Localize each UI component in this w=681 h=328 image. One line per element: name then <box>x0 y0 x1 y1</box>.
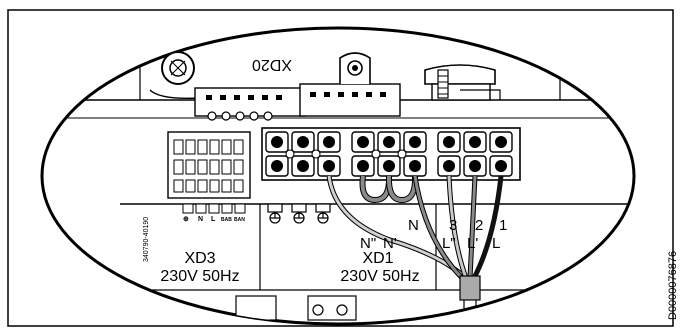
xd20-terminal-block <box>194 83 401 121</box>
xd1-neutral-label: N <box>408 217 419 234</box>
main-terminal-strip <box>261 127 521 181</box>
xd1-phase-number: 1 <box>499 217 507 234</box>
xd1-line-labels: L" L' L <box>442 235 500 252</box>
board-code: 340790-40190 <box>143 217 150 262</box>
drawing-id: D0000076876 <box>667 251 679 320</box>
dip-switch-block <box>167 131 251 199</box>
detail-content: XD20 <box>60 40 634 324</box>
xd1-name: XD1 <box>362 250 393 267</box>
xd1-phase-number: 2 <box>475 217 483 234</box>
xd3-name: XD3 <box>184 250 215 267</box>
xd1-rating: 230V 50Hz <box>340 268 419 285</box>
earth-terminals <box>267 203 331 224</box>
cable-sleeve <box>459 275 481 301</box>
xd3-terminal-label: ⊕ <box>183 216 189 223</box>
xd3-rating: 230V 50Hz <box>160 268 239 285</box>
wires <box>326 175 504 280</box>
xd1-line-label: L' <box>467 235 478 252</box>
xd1-neutral-label: N' <box>383 235 397 252</box>
xd20-label: XD20 <box>252 56 292 73</box>
xd3-terminal-labels: ⊕ N L BAB BAN <box>183 216 245 223</box>
xd1-line-label: L" <box>442 235 456 252</box>
xd1-neutral-label: N" <box>360 235 376 252</box>
xd3-terminal-label: BAB <box>221 217 232 223</box>
xd3-terminal-label: L <box>211 216 216 223</box>
outer-frame <box>7 9 674 327</box>
bottom-connectors <box>235 295 357 321</box>
xd1-line-label: L <box>492 235 500 252</box>
xd3-connector <box>182 203 246 214</box>
cable-clamp-icon <box>424 64 501 101</box>
bracket-screw-icon <box>339 52 371 84</box>
xd3-terminal-label: BAN <box>234 217 245 223</box>
xd1-phase-numbers: 3 2 1 <box>449 217 507 234</box>
xd1-neutral-labels: N" N' N <box>360 217 419 252</box>
xd1-phase-number: 3 <box>449 217 457 234</box>
xd3-terminal-label: N <box>198 216 203 223</box>
mounting-screw-icon <box>149 51 201 100</box>
